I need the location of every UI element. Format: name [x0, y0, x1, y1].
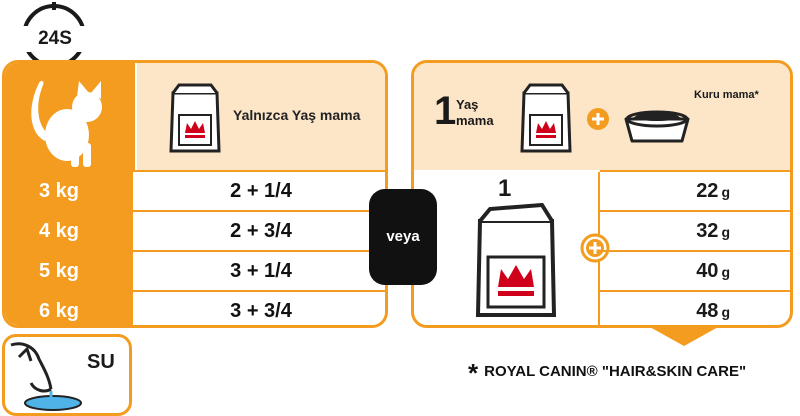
weight-label: 5 kg [5, 252, 135, 290]
pouch-count: 1 [498, 175, 512, 202]
feeding-period-label: 24S [20, 26, 90, 52]
weight-label: 4 kg [5, 212, 135, 250]
gram-unit: g [721, 224, 730, 240]
dry-grams: 22 [696, 180, 719, 202]
gram-unit: g [721, 264, 730, 280]
wet-label-line2: mama [456, 113, 494, 128]
water-box: SU [2, 334, 132, 416]
wet-label-line1: Yaş [456, 97, 479, 112]
pouch-amount: 3 + 1/4 [230, 260, 292, 282]
dry-grams: 40 [696, 260, 719, 282]
weight-label: 3 kg [5, 172, 135, 210]
table-row: 3 kg 2 + 1/4 [5, 170, 385, 210]
table-row: 6 kg 3 + 3/4 [5, 290, 385, 325]
gram-unit: g [721, 184, 730, 200]
plus-icon [587, 108, 609, 130]
wet-count: 1 [434, 89, 457, 133]
footnote: * ROYAL CANIN® "HAIR&SKIN CARE" [468, 358, 746, 389]
wet-only-header-text: Yalnızca Yaş mama [233, 107, 361, 123]
weight-label: 6 kg [5, 292, 135, 325]
mixed-feeding-table: 1 Yaş mama Kuru mama* 1 [411, 60, 793, 328]
cat-cell [5, 63, 137, 170]
food-bowl-icon [624, 110, 690, 143]
wet-pouch-icon [520, 83, 572, 153]
cat-icon [31, 80, 102, 167]
water-label: SU [87, 351, 115, 373]
down-arrow-icon [648, 326, 720, 346]
plus-icon [580, 233, 610, 263]
gram-unit: g [721, 304, 730, 320]
dry-grams: 32 [696, 220, 719, 242]
wet-pouch-icon [169, 83, 221, 153]
pouch-amount: 2 + 3/4 [230, 220, 292, 242]
dry-food-label: Kuru mama* [694, 89, 759, 101]
or-badge: veya [369, 189, 437, 285]
footnote-text: ROYAL CANIN® "HAIR&SKIN CARE" [484, 363, 747, 380]
wet-label: Yaş mama [456, 97, 494, 129]
cat-drinking-icon [10, 342, 82, 411]
pouch-amount: 2 + 1/4 [230, 180, 292, 202]
mixed-feeding-header: 1 Yaş mama Kuru mama* [414, 63, 790, 170]
wet-pouch-icon [475, 203, 557, 317]
table-row: 5 kg 3 + 1/4 [5, 250, 385, 290]
table-row: 4 kg 2 + 3/4 [5, 210, 385, 250]
pouch-amount: 3 + 3/4 [230, 300, 292, 322]
wet-only-header: Yalnızca Yaş mama [137, 63, 385, 170]
asterisk: * [468, 358, 479, 388]
wet-only-table: Yalnızca Yaş mama 3 kg 2 + 1/4 4 kg 2 + … [2, 60, 388, 328]
dry-grams: 48 [696, 300, 719, 322]
